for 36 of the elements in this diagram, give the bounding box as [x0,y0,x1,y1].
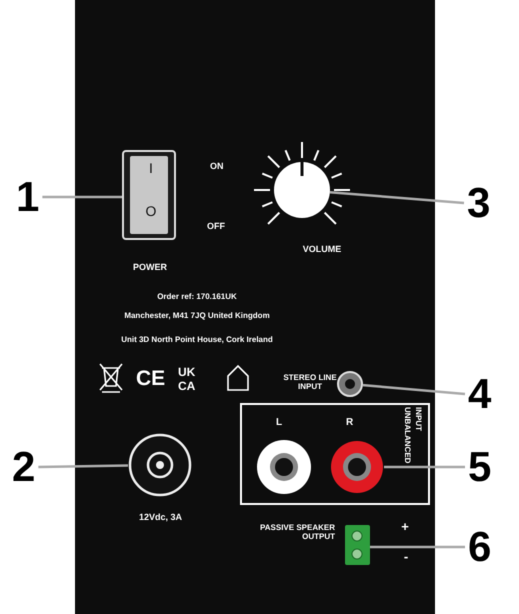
callout-number: 4 [468,373,492,415]
input-type-label: UNBALANCED INPUT [402,407,424,465]
reference-text: Order ref: 170.161UK [156,292,238,302]
rocker-mark: O [144,203,158,220]
channel-label: R [346,417,354,428]
address-text: Manchester, M41 7JQ United Kingdom [123,311,271,320]
channel-label: L [276,417,282,428]
control-label: POWER [132,262,168,272]
callout-number: 6 [468,526,492,568]
input-panel-frame [240,403,430,505]
address-text: Unit 3D North Point House, Cork Ireland [120,335,274,344]
callout-number: 5 [468,446,492,488]
leader-line [330,191,464,204]
rocker-switch [122,150,176,240]
callout-number: 1 [16,176,40,218]
leader-line [384,466,465,468]
switch-state-label: ON [210,161,224,172]
callout-number: 3 [467,182,490,224]
dc-power-socket [128,433,192,497]
port-label: 12Vdc, 3A [138,512,184,522]
ukca-mark: UK CA [178,366,196,394]
rocker-mark: I [148,160,154,176]
rca-socket [330,440,384,494]
callout-number: 2 [12,446,36,488]
terminal-polarity-label: - [402,550,410,565]
leader-line [42,196,122,198]
leader-line [362,384,466,396]
terminal-polarity-label: + [400,520,410,535]
switch-state-label: OFF [207,221,226,232]
leader-line [38,464,128,468]
ce-mark: CE [136,367,164,392]
port-label: PASSIVE SPEAKER OUTPUT [259,523,335,542]
control-label: VOLUME [302,244,342,254]
leader-line [370,546,465,548]
speaker-terminal [345,525,370,565]
port-label: STEREO LINE INPUT [282,373,338,392]
